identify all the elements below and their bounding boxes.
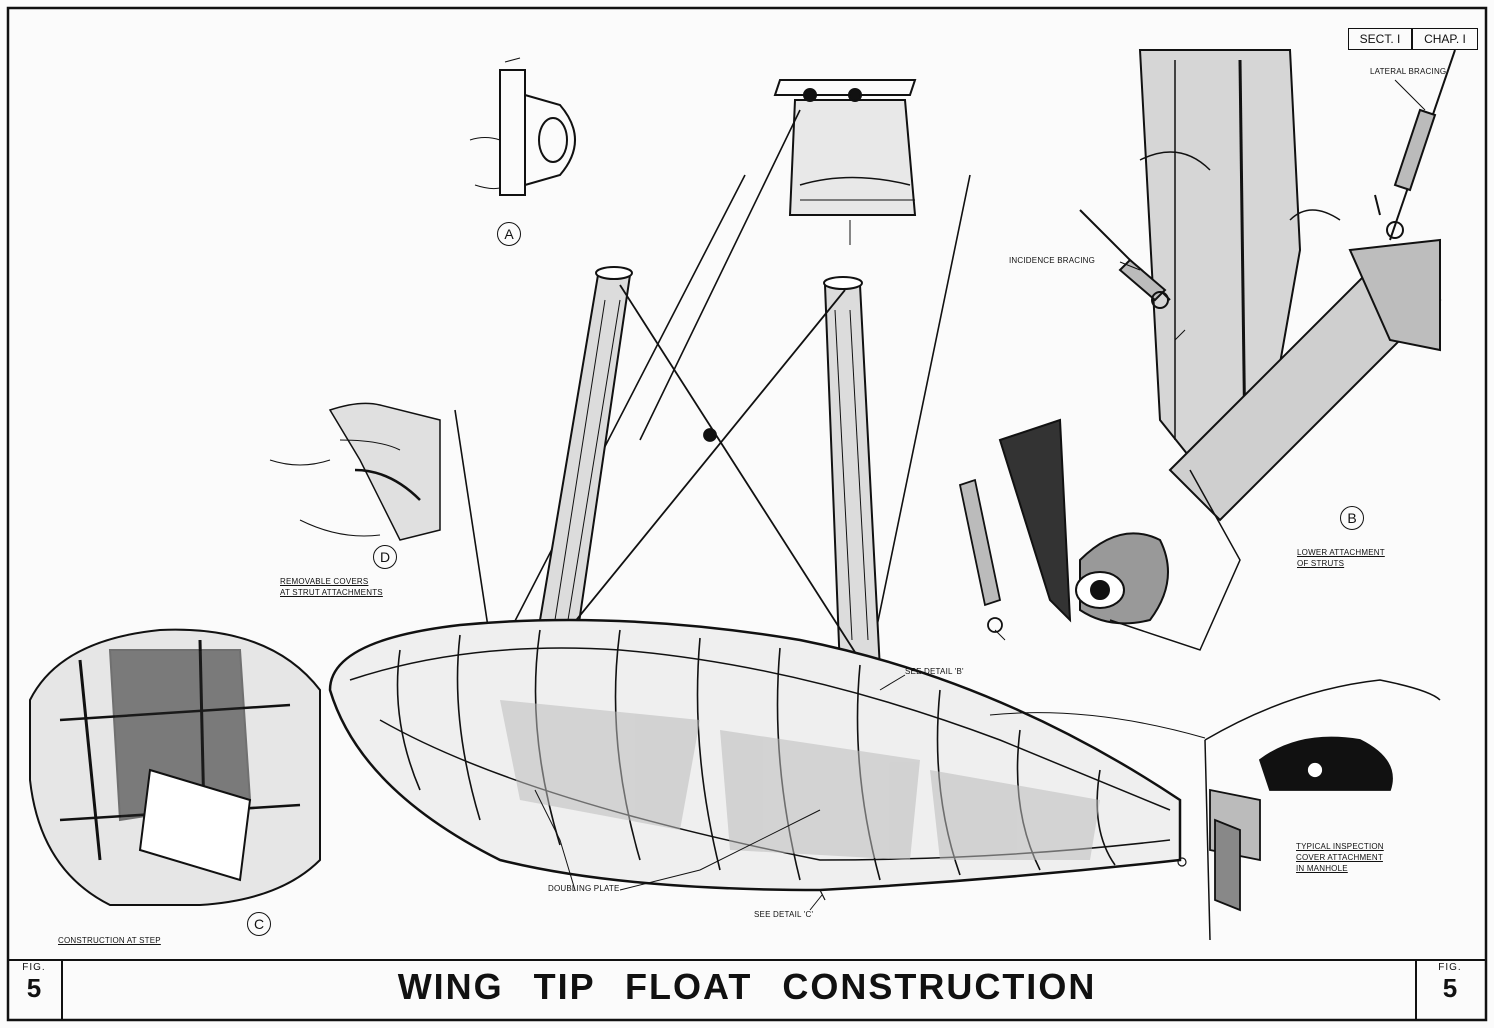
hull-keel (819, 857, 1187, 901)
label-construction-at-step: CONSTRUCTION AT STEP (58, 936, 161, 945)
typical-inspection-cover (1204, 679, 1441, 941)
lateral-bracing-rod (1374, 49, 1456, 241)
detail-c-marker: C (247, 912, 271, 936)
rear-strut (823, 276, 882, 671)
detail-a-marker: A (497, 222, 521, 246)
label-removable-covers-line1: REMOVABLE COVERS (280, 577, 369, 586)
bracing-wires (454, 109, 971, 661)
figure-number-left: 5 (26, 973, 42, 1003)
leader-lines (534, 79, 1426, 911)
drawing-title: WING TIP FLOAT CONSTRUCTION (397, 966, 1097, 1007)
chapter-box: CHAP. I (1412, 28, 1478, 50)
section-box: SECT. I (1348, 28, 1412, 50)
label-lateral-bracing: LATERAL BRACING (1370, 67, 1447, 76)
figure-label-right: FIG. (1438, 962, 1462, 973)
label-see-detail-c: SEE DETAIL 'C' (754, 910, 814, 919)
incidence-bracing-rod (1079, 209, 1186, 341)
cross-bracing (559, 284, 861, 661)
detail-a-bracket (469, 57, 576, 196)
label-see-detail-b: SEE DETAIL 'B' (905, 667, 964, 676)
detail-d-marker: D (373, 545, 397, 569)
label-incidence-bracing: INCIDENCE BRACING (1009, 256, 1096, 265)
detail-b-marker: B (1340, 506, 1364, 530)
label-removable-covers-line2: AT STRUT ATTACHMENTS (280, 588, 383, 597)
label-lower-attachment-line2: OF STRUTS (1297, 559, 1345, 568)
detail-c-construction-at-step (29, 628, 321, 906)
loose-pin-and-fork (958, 478, 1006, 641)
figure-cell-right: FIG. 5 (1430, 962, 1470, 1024)
figure-label-left: FIG. (22, 962, 46, 973)
detail-d-removable-covers (269, 402, 441, 541)
label-typical-inspection-line2: COVER ATTACHMENT (1296, 853, 1383, 862)
detail-b-lower-attachment (998, 49, 1442, 651)
figure-number-right: 5 (1442, 973, 1458, 1003)
hull-interior-shading (500, 700, 1100, 860)
label-typical-inspection-line3: IN MANHOLE (1296, 864, 1348, 873)
front-strut (533, 266, 633, 651)
label-doubling-plate: DOUBLING PLATE (548, 884, 620, 893)
figure-cell-left: FIG. 5 (14, 962, 54, 1024)
top-wing-attachment (773, 79, 917, 245)
sheet-border (6, 6, 1488, 1022)
label-typical-inspection-line1: TYPICAL INSPECTION (1296, 842, 1384, 851)
label-lower-attachment-line1: LOWER ATTACHMENT (1297, 548, 1385, 557)
